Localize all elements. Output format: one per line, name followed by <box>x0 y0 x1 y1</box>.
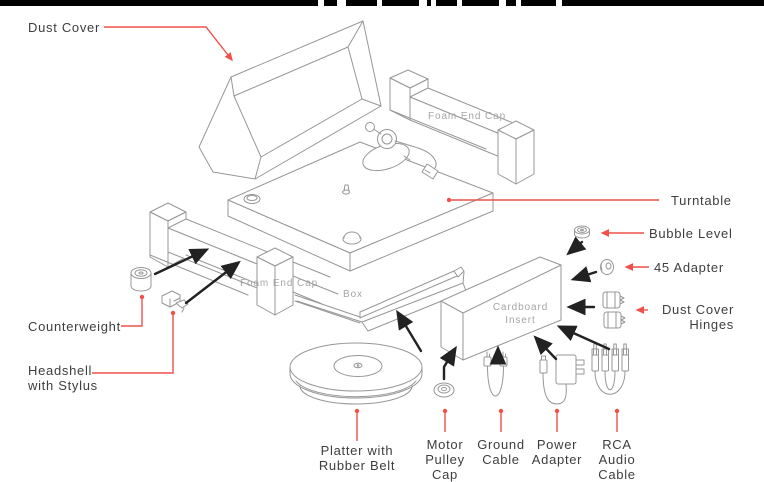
counterweight-drawing <box>130 267 152 292</box>
motor-pulley-cap-drawing <box>433 382 455 398</box>
bubble-level-drawing <box>574 225 590 239</box>
dust-cover-drawing <box>198 20 382 180</box>
45-adapter-drawing <box>600 259 614 275</box>
platter-drawing <box>289 342 423 405</box>
label-dust-cover: Dust Cover <box>28 20 101 35</box>
box-drawing <box>294 266 467 332</box>
label-turntable: Turntable <box>671 193 732 208</box>
dust-cover-hinges-drawing <box>602 291 626 329</box>
label-foam-end-cap-top: Foam End Cap <box>428 111 507 122</box>
headshell-drawing <box>161 290 189 313</box>
cardboard-insert-drawing <box>440 256 562 361</box>
cropped-title-strip <box>0 0 764 6</box>
callout-leaders <box>92 26 659 441</box>
label-rca-audio-cable: RCA Audio Cable <box>598 437 636 482</box>
label-foam-end-cap-left: Foam End Cap <box>240 278 319 289</box>
label-box: Box <box>343 289 363 300</box>
label-ground-cable: Ground Cable <box>477 437 525 467</box>
label-headshell: Headshell with Stylus <box>28 363 98 393</box>
label-motor-pulley-cap: Motor Pulley Cap <box>425 437 465 482</box>
label-platter: Platter with Rubber Belt <box>318 443 396 473</box>
rca-audio-cable-drawing <box>591 343 629 395</box>
label-power-adapter: Power Adapter <box>531 437 583 467</box>
foam-end-cap-top-drawing <box>389 69 535 185</box>
label-bubble-level: Bubble Level <box>649 226 733 241</box>
label-counterweight: Counterweight <box>28 319 121 334</box>
label-45-adapter: 45 Adapter <box>654 260 724 275</box>
ground-cable-drawing <box>483 351 508 397</box>
packing-arrows <box>153 236 611 381</box>
tonearm-drawing <box>362 122 439 180</box>
power-adapter-drawing <box>539 354 585 405</box>
label-dust-cover-hinges: Dust Cover Hinges <box>661 302 734 332</box>
label-cardboard-insert: Cardboard Insert <box>492 302 549 326</box>
